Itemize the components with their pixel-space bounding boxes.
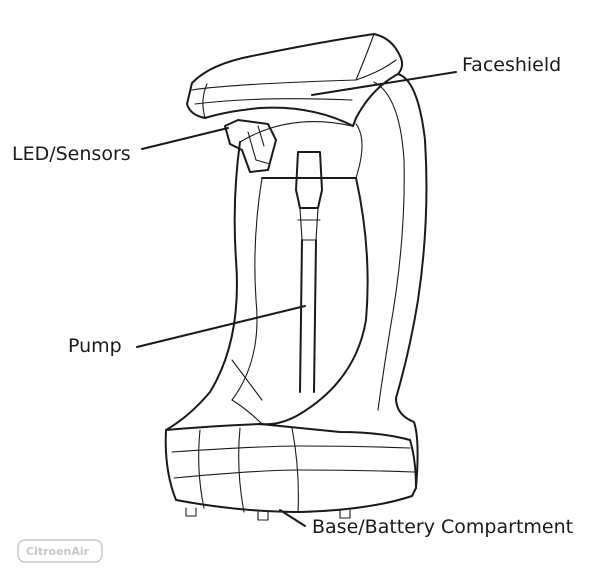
faceshield-shape (186, 33, 404, 127)
label-base-battery: Base/Battery Compartment (312, 516, 573, 538)
body-front-arm (165, 141, 241, 431)
base-shape (164, 423, 417, 513)
label-pump: Pump (68, 335, 122, 357)
label-faceshield: Faceshield (462, 54, 561, 76)
pump-tube (299, 239, 317, 393)
leader-faceshield (311, 71, 457, 96)
sensor-block (224, 119, 277, 173)
leader-pump (136, 305, 306, 348)
feet (185, 507, 351, 521)
leader-led-sensors (141, 127, 229, 150)
watermark-text: CitroenAir (26, 545, 90, 558)
label-led-sensors: LED/Sensors (12, 143, 131, 165)
watermark-logo: CitroenAir (17, 539, 103, 563)
dispenser-illustration (164, 33, 428, 521)
inner-cavity (259, 176, 369, 426)
body-back (395, 73, 428, 489)
leader-base (279, 509, 306, 527)
pump-nozzle (295, 151, 323, 209)
